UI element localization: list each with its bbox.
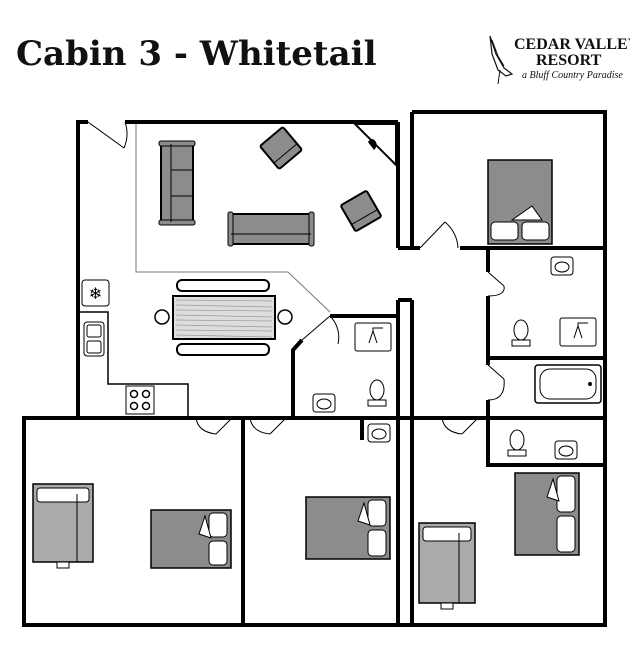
walls	[22, 110, 607, 627]
dining-table	[154, 279, 293, 356]
bunk-bed-right-room	[418, 522, 476, 610]
logo-line1: CEDAR VALLEY	[514, 36, 630, 53]
toilet	[507, 429, 527, 457]
shower-icon	[573, 322, 588, 339]
stove	[125, 385, 155, 415]
pillow	[556, 475, 576, 513]
burner	[141, 401, 151, 411]
logo-tagline: a Bluff Country Paradise	[522, 70, 623, 81]
sofa-vertical	[158, 140, 196, 226]
toilet	[511, 319, 531, 347]
pillow	[367, 499, 387, 527]
living-area-outline	[135, 122, 331, 313]
door-swing	[487, 271, 505, 297]
bird-icon	[489, 35, 514, 84]
pillow	[521, 221, 550, 241]
pillow	[490, 221, 519, 241]
door-swing	[249, 417, 287, 435]
pillow	[208, 540, 228, 566]
door-swing	[487, 364, 505, 401]
door-swing	[419, 221, 459, 249]
toilet	[367, 379, 387, 407]
logo-line2: RESORT	[536, 52, 602, 69]
armchair	[259, 126, 303, 170]
bench	[176, 343, 270, 356]
door-swing	[87, 121, 128, 149]
bed-top-right	[487, 159, 553, 245]
door-swing	[441, 417, 479, 435]
pillow	[556, 515, 576, 553]
refrigerator: ❄	[81, 279, 110, 307]
shower-icon	[368, 327, 383, 344]
armchair	[340, 190, 382, 232]
bed-middle-room	[305, 496, 391, 560]
bathroom-sink	[550, 256, 574, 276]
shower-middle-bath	[354, 322, 392, 352]
pillow	[422, 526, 472, 542]
door-swing	[301, 315, 340, 345]
sheet-fold	[510, 205, 543, 221]
fireplace	[352, 123, 397, 168]
burner	[141, 389, 151, 399]
sheet-fold	[357, 501, 371, 526]
bunk-bed-left-room	[32, 483, 94, 569]
fire-icon	[368, 139, 377, 150]
doors	[87, 121, 505, 435]
bathtub	[534, 364, 602, 404]
kitchen-sink	[83, 321, 105, 357]
pillow	[208, 512, 228, 538]
bathroom-sink	[312, 393, 336, 413]
bed-right-room	[514, 472, 580, 556]
furniture: ❄	[32, 123, 602, 610]
sheet-fold	[198, 514, 212, 539]
pillow	[36, 487, 90, 503]
bed-left-room	[150, 509, 232, 569]
sheet-fold	[546, 477, 560, 502]
stool	[277, 309, 293, 325]
kitchen-counter	[78, 311, 189, 416]
ladder	[56, 561, 70, 569]
bathroom-sink	[554, 440, 578, 460]
door-swing	[195, 417, 233, 435]
sofa-horizontal	[227, 211, 315, 247]
burner	[129, 389, 139, 399]
resort-logo: CEDAR VALLEY RESORT a Bluff Country Para…	[486, 34, 630, 90]
snowflake-icon: ❄	[89, 286, 102, 303]
page-title: Cabin 3 - Whitetail	[16, 34, 377, 74]
ladder	[440, 602, 454, 610]
bathroom-sink	[367, 423, 391, 443]
pillow	[367, 529, 387, 557]
burner	[129, 401, 139, 411]
bench	[176, 279, 270, 292]
stool	[154, 309, 170, 325]
shower-right-bath	[559, 317, 597, 347]
